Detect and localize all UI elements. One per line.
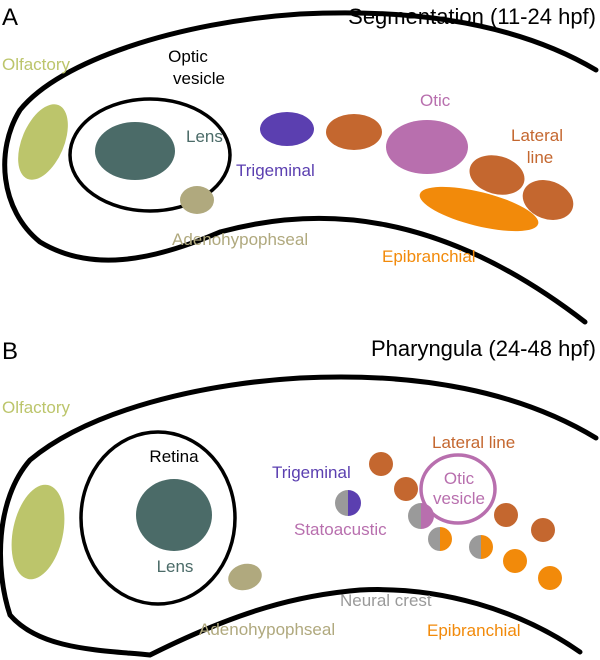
lens-b [136, 479, 212, 551]
adenohypophseal-label-b: Adenohypophseal [199, 620, 335, 639]
epibranchial-placode-a [419, 186, 539, 232]
retina-label-b: Retina [149, 447, 199, 466]
epibranchial-label-a: Epibranchial [382, 247, 476, 266]
epibranchial-placode-b-2 [469, 535, 493, 559]
statoacustic-label-b: Statoacustic [294, 520, 387, 539]
olfactory-label-a: Olfactory [2, 55, 71, 74]
lateral-line-placode-a-2 [469, 155, 525, 195]
panel-a: A Segmentation (11-24 hpf) Olfactory Opt… [2, 4, 599, 325]
lateral-line-placode-b-3 [494, 503, 518, 527]
epibranchial-placode-b-1 [428, 527, 452, 551]
otic-label-a: Otic [420, 91, 451, 110]
neural-crest-label-b: Neural crest [340, 591, 432, 610]
optic-vesicle-a [68, 97, 232, 213]
lateral-line-placode-a-1 [326, 114, 382, 150]
optic-label-a-2: vesicle [173, 69, 225, 88]
otic-vesicle-label-b-1: Otic [444, 469, 475, 488]
olfactory-label-b: Olfactory [2, 398, 71, 417]
otic-vesicle-b [419, 453, 497, 525]
panel-a-letter: A [2, 4, 18, 31]
lateral-line-label-b: Lateral line [432, 433, 515, 452]
trigeminal-label-b: Trigeminal [272, 463, 351, 482]
adenohypophseal-placode-b [228, 563, 262, 591]
trigeminal-placode-b [335, 490, 361, 516]
lateral-line-label-a-1: Lateral [511, 126, 563, 145]
panel-b-title: Pharyngula (24-48 hpf) [371, 336, 596, 361]
trigeminal-placode-a [260, 112, 314, 146]
panel-b-letter: B [2, 338, 18, 365]
statoacustic-placode-b [408, 503, 434, 529]
lens-a [95, 122, 175, 180]
adenohypophseal-placode-a [180, 186, 214, 214]
lateral-line-placode-a-3 [522, 180, 574, 220]
otic-placode-a [386, 120, 468, 174]
embryo-outline-a [2, 10, 599, 325]
optic-label-a-1: Optic [168, 47, 208, 66]
epibranchial-placode-b-4 [538, 566, 562, 590]
adenohypophseal-label-a: Adenohypophseal [172, 230, 308, 249]
epibranchial-placode-b-3 [503, 549, 527, 573]
lateral-line-placode-b-2 [394, 477, 418, 501]
olfactory-placode-b [11, 484, 65, 580]
lateral-line-placode-b-1 [369, 452, 393, 476]
epibranchial-label-b: Epibranchial [427, 621, 521, 640]
lens-label-b: Lens [157, 557, 194, 576]
panel-b: B Pharyngula (24-48 hpf) Olfactory Retin… [0, 336, 599, 658]
trigeminal-label-a: Trigeminal [236, 161, 315, 180]
lateral-line-placode-b-4 [531, 518, 555, 542]
otic-vesicle-label-b-2: vesicle [433, 489, 485, 508]
retina-b [79, 430, 237, 606]
lens-label-a: Lens [186, 127, 223, 146]
embryo-outline-b [0, 374, 599, 658]
lateral-line-label-a-2: line [527, 148, 553, 167]
olfactory-placode-a [18, 104, 68, 180]
